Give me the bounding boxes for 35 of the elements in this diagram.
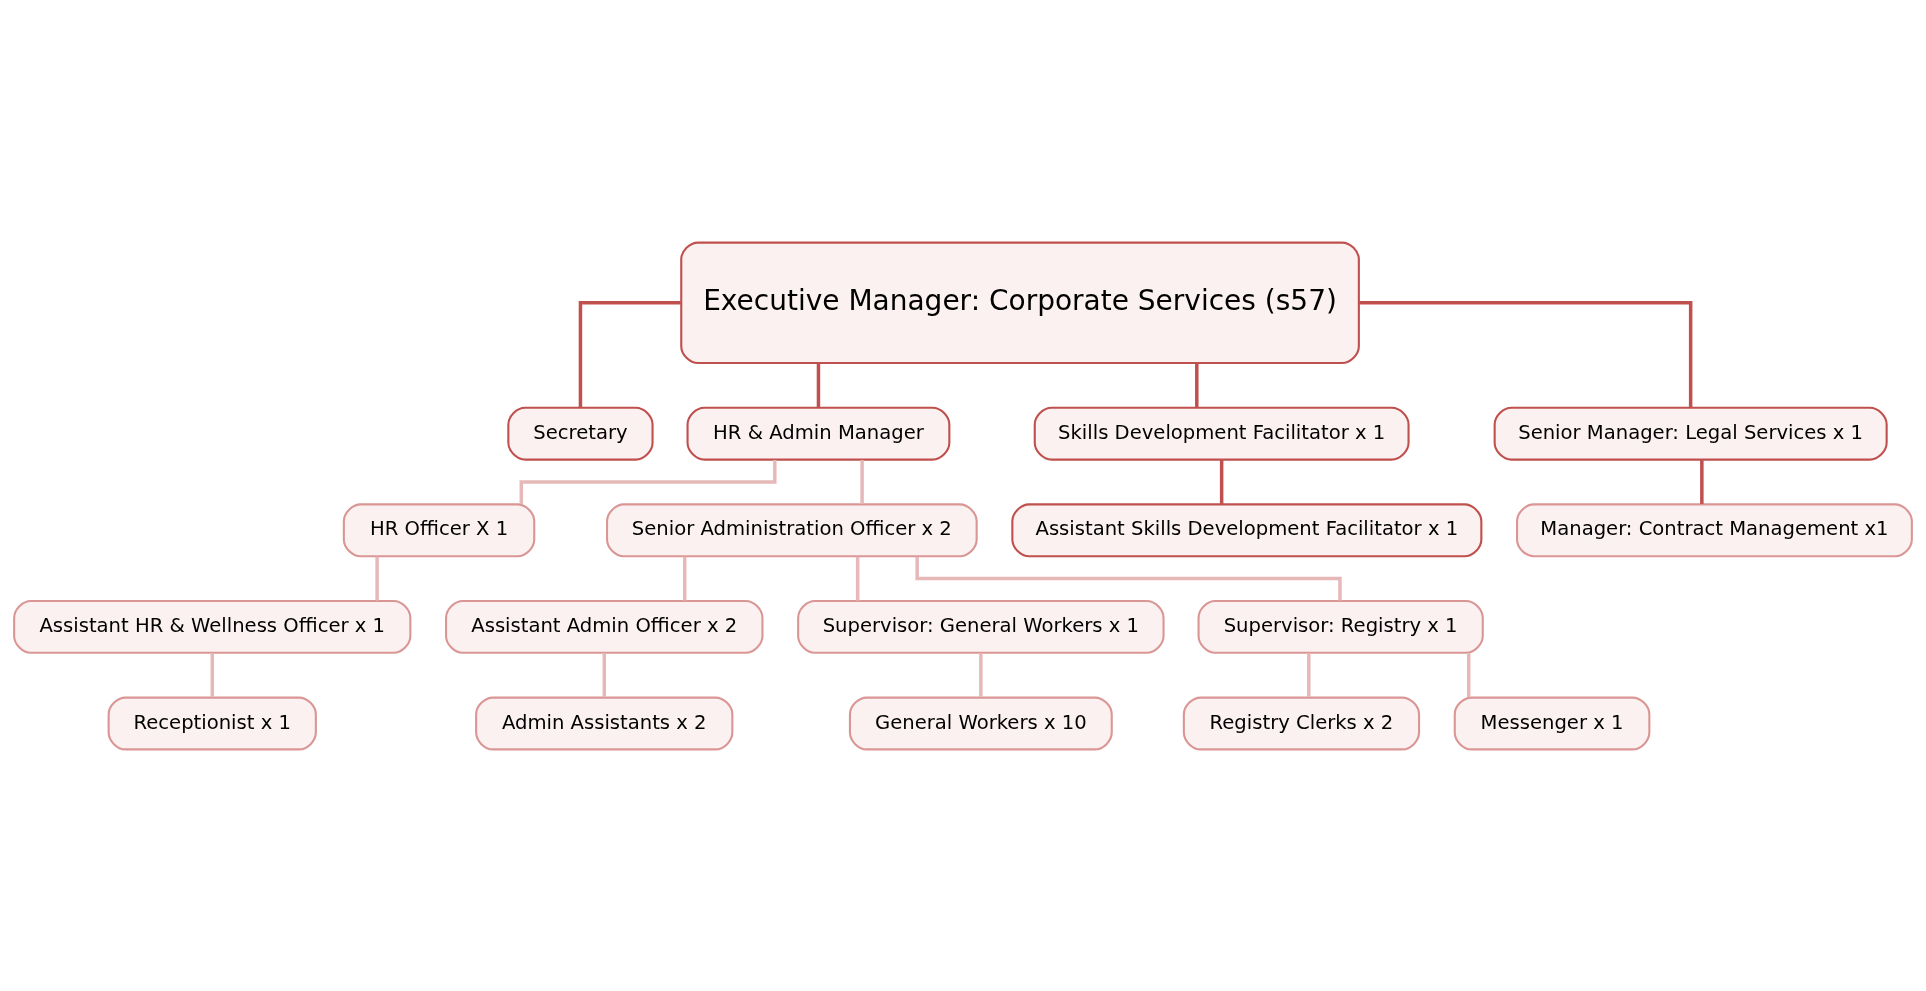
node-box: Receptionist x 1 [107,696,317,750]
connector [1467,652,1471,697]
connector [1195,362,1199,407]
node-box: Executive Manager: Corporate Services (s57) [680,241,1360,364]
connector [602,652,606,697]
connector [375,556,379,601]
connector [979,652,983,697]
node-box: Assistant HR & Wellness Officer x 1 [13,599,412,654]
node-box: Secretary [507,406,654,461]
connector [1700,459,1704,504]
node-box: Admin Assistants x 2 [475,696,734,750]
node-box: Registry Clerks x 2 [1182,696,1421,750]
node-box: Assistant Admin Officer x 2 [445,599,764,654]
node-box: Supervisor: Registry x 1 [1197,599,1484,654]
node-box: Manager: Contract Management x1 [1516,502,1913,557]
connector [519,459,777,504]
node-box: Senior Administration Officer x 2 [606,502,978,557]
node-box: Supervisor: General Workers x 1 [797,599,1165,654]
connector [1219,459,1224,504]
connector [816,362,821,407]
connector [1359,300,1693,407]
node-box: HR Officer X 1 [342,502,536,557]
node-box: Messenger x 1 [1453,696,1651,750]
node-box: General Workers x 10 [848,696,1113,750]
connector [683,556,687,601]
node-box: HR & Admin Manager [686,406,951,461]
connector [578,300,681,407]
node-box: Senior Manager: Legal Services x 1 [1493,406,1888,461]
connector [855,556,860,601]
node-box: Assistant Skills Development Facilitator x 1 [1011,502,1483,557]
connector [915,556,1342,600]
connector [210,652,214,697]
node-box: Skills Development Facilitator x 1 [1033,406,1410,461]
connector [860,459,864,504]
connector [1307,652,1311,697]
